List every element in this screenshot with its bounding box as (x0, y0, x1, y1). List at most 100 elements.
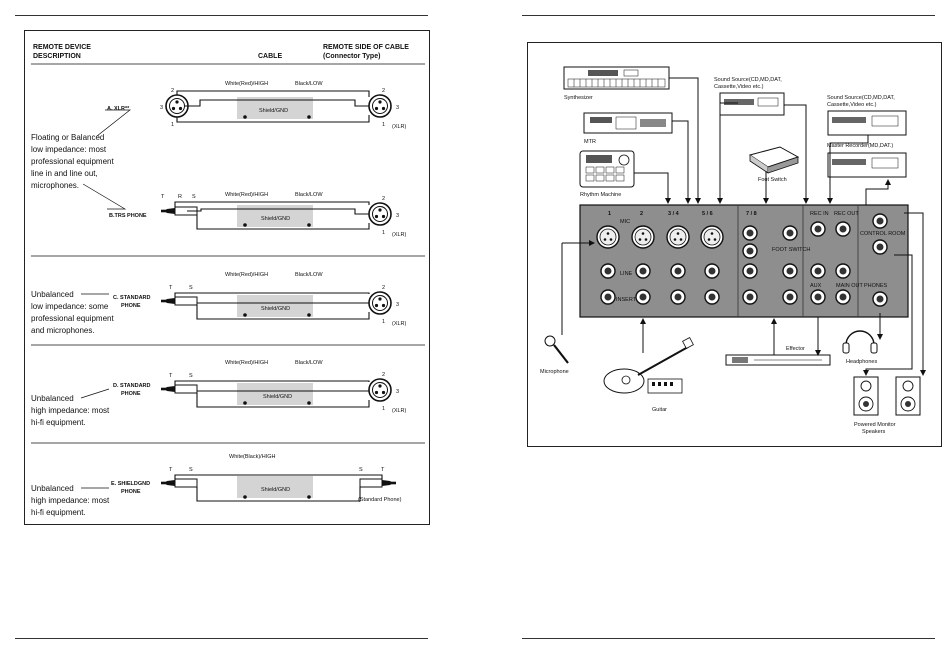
control-room-l-icon (872, 213, 888, 229)
svg-text:line in and line out,: line in and line out, (31, 169, 98, 178)
svg-text:MAIN OUT: MAIN OUT (836, 283, 864, 289)
svg-text:Speakers: Speakers (862, 429, 885, 435)
svg-text:MTR: MTR (584, 139, 596, 145)
svg-text:2: 2 (382, 88, 385, 94)
guitar: Guitar (603, 337, 694, 413)
svg-text:T: T (169, 373, 173, 379)
row-c-low-label: Black/LOW (295, 272, 323, 278)
aux-1-icon (810, 263, 826, 279)
row-d-label-1: D. STANDARD (113, 383, 151, 389)
svg-text:Cassette,Video etc.): Cassette,Video etc.) (827, 102, 877, 108)
desc-unbalanced-high-2: Unbalanced high impedance: most hi-fi eq… (31, 484, 110, 517)
line-3-icon (670, 263, 686, 279)
control-room-r-icon (872, 239, 888, 255)
svg-text:REC IN: REC IN (810, 211, 829, 217)
svg-text:Sound Source(CD,MD,DAT,: Sound Source(CD,MD,DAT, (714, 77, 782, 83)
ch-1-label: 1 (608, 211, 611, 217)
hdr-remote-device-2: DESCRIPTION (33, 53, 81, 60)
row-a-low-label: Black/LOW (295, 81, 323, 87)
svg-text:S: S (189, 467, 193, 473)
mic-input-1-icon (596, 225, 620, 249)
line-4-icon (670, 289, 686, 305)
mtr: MTR (583, 112, 673, 145)
row-e-right-plug-icon (359, 478, 397, 488)
row-a-left-xlr-icon (165, 94, 189, 118)
svg-text:low impedance: most: low impedance: most (31, 145, 107, 154)
svg-text:hi-fi equipment.: hi-fi equipment. (31, 418, 86, 427)
synthesizer: Synthesizer (563, 66, 670, 101)
sound-source-2: Sound Source(CD,MD,DAT, Cassette,Video e… (827, 95, 907, 136)
hdr-remote-device-1: REMOTE DEVICE (33, 44, 91, 51)
row-a-label: A. XLR** (107, 106, 130, 112)
svg-text:T: T (381, 467, 385, 473)
row-b-low-label: Black/LOW (295, 192, 323, 198)
hdr-remote-side-2: (Connector Type) (323, 53, 380, 60)
mixer: 1 2 3 / 4 5 / 6 7 / 8 MIC FOOT SWITCH LI… (579, 204, 909, 318)
row-e-label-1: E. SHIELDGND (111, 481, 150, 487)
bottom-rule-left (15, 638, 428, 639)
row-a-right-xlr-icon (368, 94, 392, 118)
svg-text:2: 2 (382, 196, 385, 202)
headphones: Headphones (842, 330, 878, 365)
powered-monitor-speakers: Powered Monitor Speakers (853, 376, 921, 435)
svg-text:high impedance: most: high impedance: most (31, 496, 110, 505)
row-b-shield-label: Shield/GND (261, 216, 290, 222)
hdr-cable: CABLE (258, 53, 282, 60)
row-e-left-plug-icon (160, 478, 198, 488)
svg-text:LINE: LINE (620, 271, 633, 277)
svg-text:Foot Switch: Foot Switch (758, 177, 787, 183)
row-a-shield-label: Shield/GND (259, 108, 288, 114)
line-78-l-icon (742, 225, 758, 241)
row-d-low-label: Black/LOW (295, 360, 323, 366)
microphone: Microphone (540, 335, 569, 375)
svg-text:S: S (192, 194, 196, 200)
svg-text:Floating or Balanced: Floating or Balanced (31, 133, 104, 142)
desc-floating-balanced: Floating or Balanced low impedance: most… (31, 109, 132, 210)
svg-text:S: S (359, 467, 363, 473)
top-rule-right (522, 15, 935, 16)
row-c-label-2: PHONE (121, 303, 141, 309)
foot-switch: Foot Switch (748, 146, 800, 183)
top-rule-left (15, 15, 428, 16)
svg-text:Sound Source(CD,MD,DAT,: Sound Source(CD,MD,DAT, (827, 95, 895, 101)
row-d-right-xlr-icon (368, 378, 392, 402)
line-78-r-icon (742, 243, 758, 259)
line-8-icon (742, 289, 758, 305)
svg-text:2: 2 (171, 88, 174, 94)
row-b-connector-type: (XLR) (392, 232, 407, 238)
svg-text:and microphones.: and microphones. (31, 326, 95, 335)
row-b-right-xlr-icon (368, 202, 392, 226)
row-e-connector-type: (Standard Phone) (358, 497, 402, 503)
row-c-right-xlr-icon (368, 291, 392, 315)
row-d-high-label: White(Red)/HIGH (225, 360, 268, 366)
rhythm-machine: Rhythm Machine (579, 150, 635, 198)
mic-input-2-icon (631, 225, 655, 249)
line-2-icon (635, 263, 651, 279)
phones-jack-icon (872, 291, 888, 307)
rec-in-icon (810, 221, 826, 237)
row-d-connector-type: (XLR) (392, 408, 407, 414)
sound-source-1: Sound Source(CD,MD,DAT, Cassette,Video e… (714, 77, 785, 116)
row-c-label-1: C. STANDARD (113, 295, 151, 301)
svg-text:Unbalanced: Unbalanced (31, 290, 74, 299)
svg-text:AUX: AUX (810, 283, 822, 289)
svg-text:professional equipment: professional equipment (31, 314, 114, 323)
svg-text:Unbalanced: Unbalanced (31, 484, 74, 493)
svg-text:CONTROL ROOM: CONTROL ROOM (860, 231, 906, 237)
ch-2-label: 2 (640, 211, 643, 217)
svg-text:PHONES: PHONES (864, 283, 888, 289)
svg-text:high impedance: most: high impedance: most (31, 406, 110, 415)
connection-diagram-panel: Synthesizer MTR Rhythm Machine Sound Sou… (527, 42, 942, 447)
main-l-icon (835, 263, 851, 279)
svg-text:Unbalanced: Unbalanced (31, 394, 74, 403)
mic-input-3-icon (666, 225, 690, 249)
foot-switch-jack-icon (782, 225, 798, 241)
effector: Effector (725, 346, 831, 366)
svg-text:3: 3 (160, 105, 163, 111)
svg-text:S: S (189, 373, 193, 379)
svg-text:3: 3 (396, 389, 399, 395)
row-d-plug-icon (160, 384, 198, 394)
svg-text:FOOT SWITCH: FOOT SWITCH (772, 247, 810, 253)
row-e-shield-phone: T S S T White(Black)/HIGH Shield/GND E. … (111, 454, 402, 503)
svg-text:Synthesizer: Synthesizer (564, 95, 593, 101)
